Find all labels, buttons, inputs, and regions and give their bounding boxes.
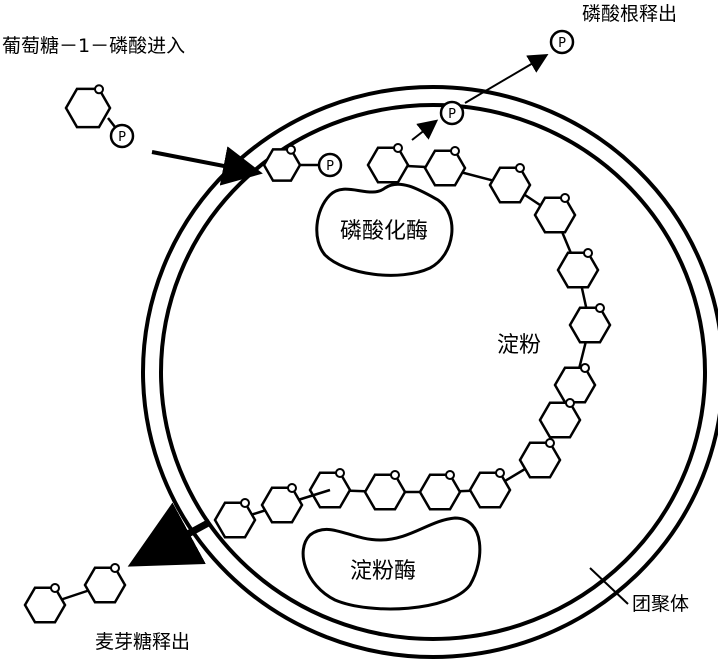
coacervate-membrane: [141, 85, 718, 659]
glucose-hexagon: [213, 498, 257, 539]
glucose-hexagon: [366, 143, 410, 184]
amylase-enzyme: [301, 516, 482, 611]
starch-label: 淀粉: [497, 333, 541, 358]
glucose-hexagon: [308, 468, 352, 509]
glucose-hexagon: [568, 303, 612, 344]
phosphate-circle: P: [317, 152, 343, 178]
phosphate-symbol: P: [558, 36, 566, 51]
phosphorylase-enzyme: [315, 182, 454, 277]
glucose-hexagon: [363, 470, 407, 511]
phosphate-circle: P: [439, 100, 465, 126]
glucose-hexagon: [518, 438, 562, 479]
glucose-hexagon: [468, 468, 512, 509]
phosphate-symbol: P: [326, 159, 334, 174]
glucose-hexagon: [23, 583, 67, 624]
glucose-hexagon: [262, 144, 302, 182]
arrows: [127, 53, 629, 605]
glucose-hexagon: [538, 398, 582, 439]
glucose-hexagon: [533, 193, 577, 234]
glucose-hexagon: [553, 363, 597, 404]
phosphate-symbol: P: [118, 130, 126, 145]
phosphate-symbol: P: [448, 107, 456, 122]
amylase-label: 淀粉酶: [350, 559, 416, 584]
glucose-hexagon: [423, 146, 467, 187]
glucose-hexagon: [488, 163, 532, 204]
glucose-hexagon: [260, 483, 304, 524]
phosphate-circle: P: [549, 29, 575, 55]
phosphate-circle: P: [109, 123, 135, 149]
glucose-hexagon: [64, 84, 112, 129]
glucose-units: [23, 84, 612, 624]
phosphorylase-label: 磷酸化酶: [340, 219, 428, 244]
glucose-hexagon: [83, 563, 127, 604]
glucose-hexagon: [418, 470, 462, 511]
phosphate-groups: P P P P: [107, 29, 575, 178]
phosphate-release-label: 磷酸根释出: [582, 3, 677, 25]
coacervate-label: 团聚体: [632, 593, 689, 615]
glucose-hexagon: [556, 248, 600, 289]
g1p-enter-label: 葡萄糖－1－磷酸进入: [2, 35, 185, 57]
maltose-release-label: 麦芽糖释出: [95, 631, 190, 653]
